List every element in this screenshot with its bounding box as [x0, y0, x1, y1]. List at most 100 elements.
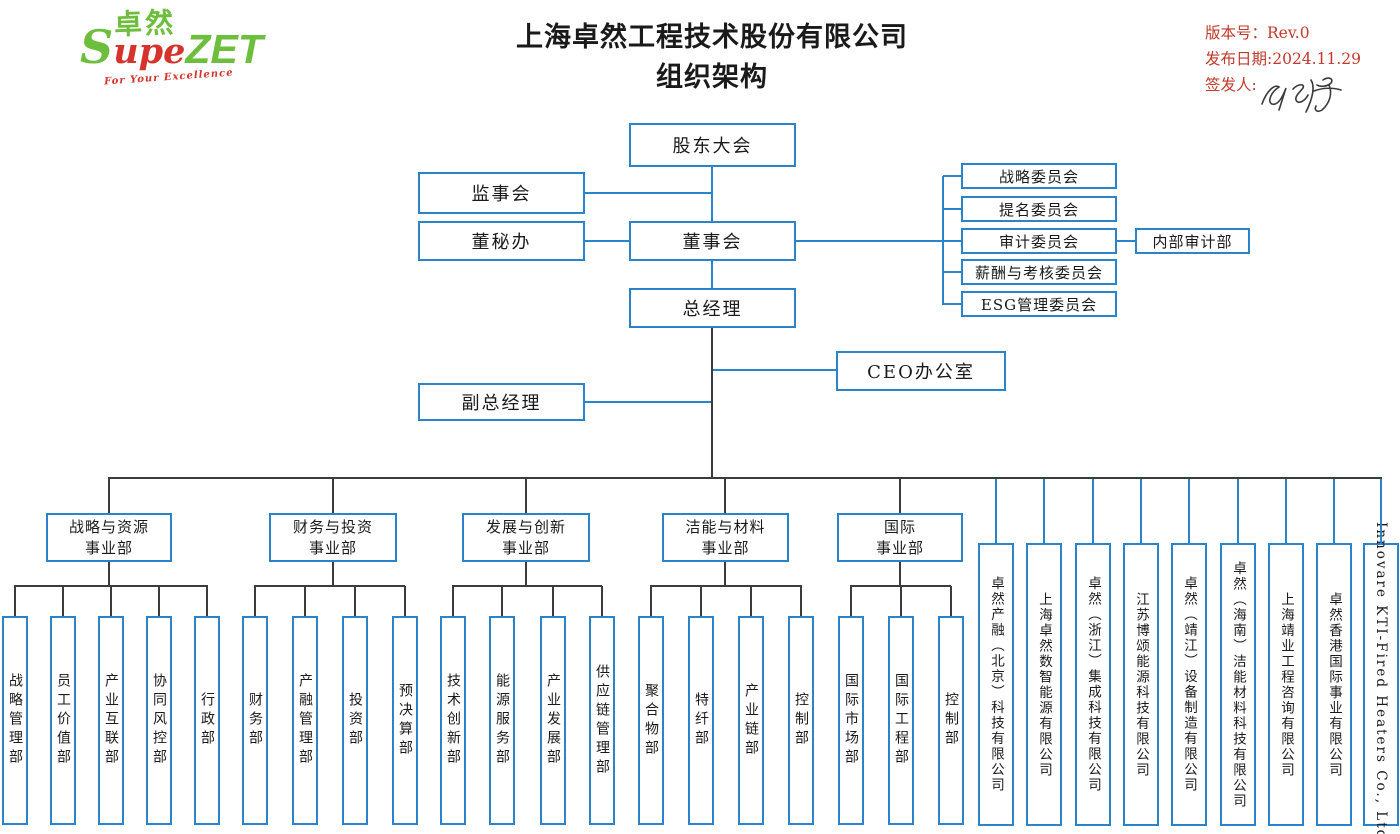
- connector-line: [796, 240, 944, 242]
- node-dept-budget: 预决算部: [392, 616, 418, 825]
- dept-label: 供应链管理部: [594, 663, 610, 778]
- node-nomination-committee: 提名委员会: [961, 196, 1117, 222]
- connector-line: [354, 586, 356, 616]
- connector-line: [1117, 240, 1135, 242]
- node-dept-industry-interconnect: 产业互联部: [98, 616, 124, 825]
- subsidiary-label: Innovare KTI-Fired Heaters Co., Ltd.: [1373, 522, 1389, 834]
- connector-line: [501, 586, 503, 616]
- logo-letter-s: S: [80, 20, 114, 74]
- connector-line: [62, 586, 64, 616]
- connector-line: [332, 479, 334, 513]
- node-subsidiary-hongkong-international: 卓然香港国际事业有限公司: [1316, 543, 1352, 826]
- node-dept-industry-development: 产业发展部: [540, 616, 566, 825]
- connector-line: [108, 562, 110, 586]
- chart-title: 组织架构: [656, 62, 768, 93]
- connector-line: [254, 585, 405, 587]
- connector-line: [711, 167, 713, 221]
- node-subsidiary-shanghai-shuzhi-energy: 上海卓然数智能源有限公司: [1026, 543, 1062, 826]
- connector-line: [899, 479, 901, 513]
- node-dept-finance: 财务部: [242, 616, 268, 825]
- node-dept-intl-market: 国际市场部: [838, 616, 864, 825]
- connector-line: [850, 586, 852, 616]
- connector-line: [254, 586, 256, 616]
- connector-line: [943, 208, 961, 210]
- connector-line: [724, 479, 726, 513]
- subsidiary-label: 江苏博颂能源科技有限公司: [1133, 591, 1149, 778]
- dept-label: 财务部: [247, 692, 263, 749]
- dept-label: 协同风控部: [151, 673, 167, 768]
- connector-line: [943, 303, 961, 305]
- subsidiary-label: 上海卓然数智能源有限公司: [1036, 591, 1052, 778]
- node-general-manager: 总经理: [629, 288, 796, 328]
- dept-label: 国际市场部: [843, 673, 859, 768]
- connector-line: [452, 585, 602, 587]
- node-dept-energy-services: 能源服务部: [489, 616, 515, 825]
- connector-line: [943, 175, 961, 177]
- node-subsidiary-shanghai-jingye-consulting: 上海靖业工程咨询有限公司: [1268, 543, 1304, 826]
- node-supervisory-board: 监事会: [418, 172, 585, 214]
- subsidiary-label: 卓然香港国际事业有限公司: [1326, 591, 1342, 778]
- node-division-international: 国际事业部: [837, 513, 963, 562]
- dept-label: 投资部: [347, 692, 363, 749]
- subsidiary-label: 卓然（靖江）设备制造有限公司: [1181, 576, 1197, 793]
- connector-line: [1092, 478, 1094, 543]
- node-strategy-committee: 战略委员会: [961, 163, 1117, 189]
- node-dept-tech-innovation: 技术创新部: [440, 616, 466, 825]
- dept-label: 特纤部: [693, 692, 709, 749]
- connector-line: [1043, 478, 1045, 543]
- connector-line: [1333, 478, 1335, 543]
- division-label: 财务与投资事业部: [292, 517, 373, 557]
- connector-line: [1140, 478, 1142, 543]
- node-subsidiary-jiangsu-bosong: 江苏博颂能源科技有限公司: [1123, 543, 1159, 826]
- node-dept-investment: 投资部: [342, 616, 368, 825]
- node-audit-committee: 审计委员会: [961, 228, 1117, 254]
- signer-label: 签发人:: [1205, 76, 1257, 94]
- connector-line: [950, 586, 952, 616]
- dept-label: 技术创新部: [445, 673, 461, 768]
- company-name-title: 上海卓然工程技术股份有限公司: [516, 22, 908, 53]
- connector-line: [899, 562, 901, 586]
- version-number: 版本号：Rev.0: [1205, 24, 1310, 42]
- connector-line: [525, 479, 527, 513]
- node-dept-industry-chain: 产业链部: [738, 616, 764, 825]
- node-internal-audit-dept: 内部审计部: [1135, 228, 1250, 254]
- connector-line: [158, 586, 160, 616]
- node-subsidiary-innovare-kti: Innovare KTI-Fired Heaters Co., Ltd.: [1363, 522, 1399, 834]
- node-division-development-innovation: 发展与创新事业部: [462, 513, 590, 562]
- dept-label: 产业链部: [743, 682, 759, 759]
- connector-line: [585, 401, 712, 403]
- release-date: 发布日期:2024.11.29: [1205, 50, 1361, 68]
- dept-label: 国际工程部: [893, 673, 909, 768]
- subsidiary-label: 卓然产融（北京）科技有限公司: [988, 576, 1004, 793]
- connector-line: [206, 586, 208, 616]
- node-dept-intl-engineering: 国际工程部: [888, 616, 914, 825]
- logo-letters-upe: upe: [113, 31, 186, 72]
- node-division-finance-investment: 财务与投资事业部: [269, 513, 397, 562]
- connector-line: [552, 586, 554, 616]
- node-dept-polymer: 聚合物部: [638, 616, 664, 825]
- document-meta: 版本号：Rev.0 发布日期:2024.11.29 签发人:: [1205, 20, 1395, 116]
- connector-line: [724, 562, 726, 586]
- division-label: 发展与创新事业部: [485, 517, 566, 557]
- signature-handwriting: [1260, 77, 1342, 113]
- node-division-strategy-resources: 战略与资源事业部: [46, 513, 172, 562]
- node-deputy-general-manager: 副总经理: [418, 383, 585, 421]
- connector-line: [110, 586, 112, 616]
- node-subsidiary-hainan-clean-materials: 卓然（海南）洁能材料科技有限公司: [1220, 543, 1256, 826]
- connector-line: [650, 586, 652, 616]
- connector-line: [650, 585, 802, 587]
- node-shareholders-meeting: 股东大会: [629, 123, 796, 167]
- connector-line: [1285, 478, 1287, 543]
- connector-line: [1380, 478, 1382, 543]
- dept-label: 产融管理部: [297, 673, 313, 768]
- page-title: 上海卓然工程技术股份有限公司 组织架构: [412, 18, 1012, 98]
- subsidiary-label: 卓然（海南）洁能材料科技有限公司: [1230, 560, 1246, 809]
- dept-label: 控制部: [943, 692, 959, 749]
- node-dept-employee-value: 员工价值部: [50, 616, 76, 825]
- node-dept-strategy-mgmt: 战略管理部: [2, 616, 28, 825]
- connector-line: [525, 562, 527, 586]
- dept-label: 员工价值部: [55, 673, 71, 768]
- node-dept-control-1: 控制部: [788, 616, 814, 825]
- connector-line: [585, 240, 629, 242]
- connector-line: [711, 328, 713, 479]
